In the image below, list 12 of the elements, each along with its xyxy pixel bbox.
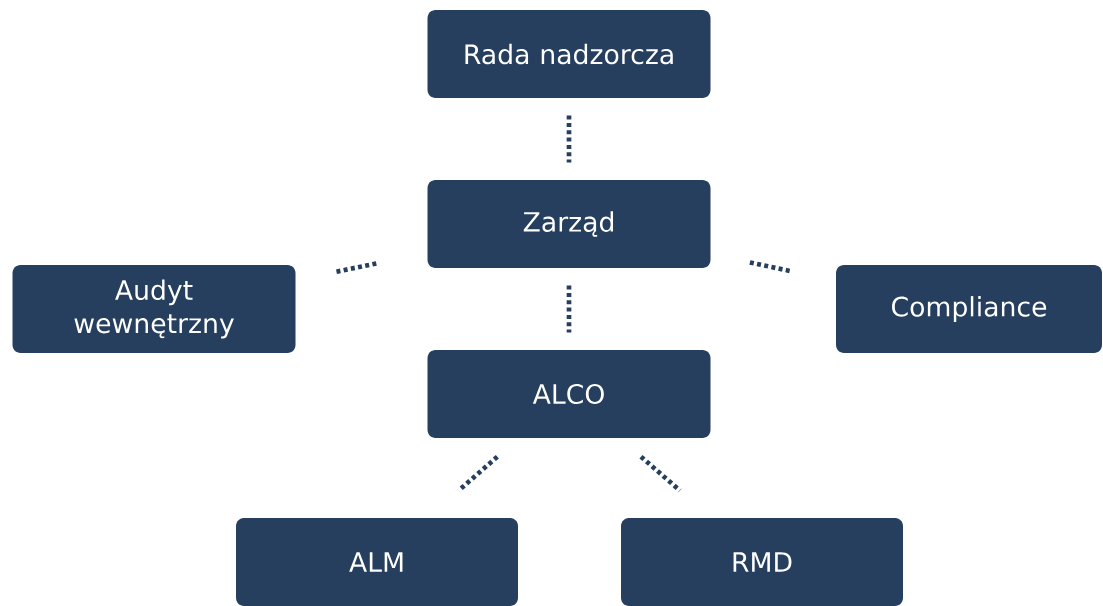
dotted-connector	[566, 115, 572, 163]
dotted-connector	[334, 261, 377, 275]
org-box: Zarząd	[427, 180, 711, 268]
org-box: ALM	[236, 518, 518, 606]
org-box: ALCO	[427, 350, 711, 438]
dotted-connector	[457, 454, 499, 493]
org-box: RMD	[621, 518, 903, 606]
org-box: Rada nadzorcza	[427, 10, 711, 98]
dotted-connector	[639, 454, 682, 493]
org-box: Audyt wewnętrzny	[12, 265, 296, 353]
org-box: Compliance	[836, 265, 1102, 353]
dotted-connector	[566, 285, 572, 333]
